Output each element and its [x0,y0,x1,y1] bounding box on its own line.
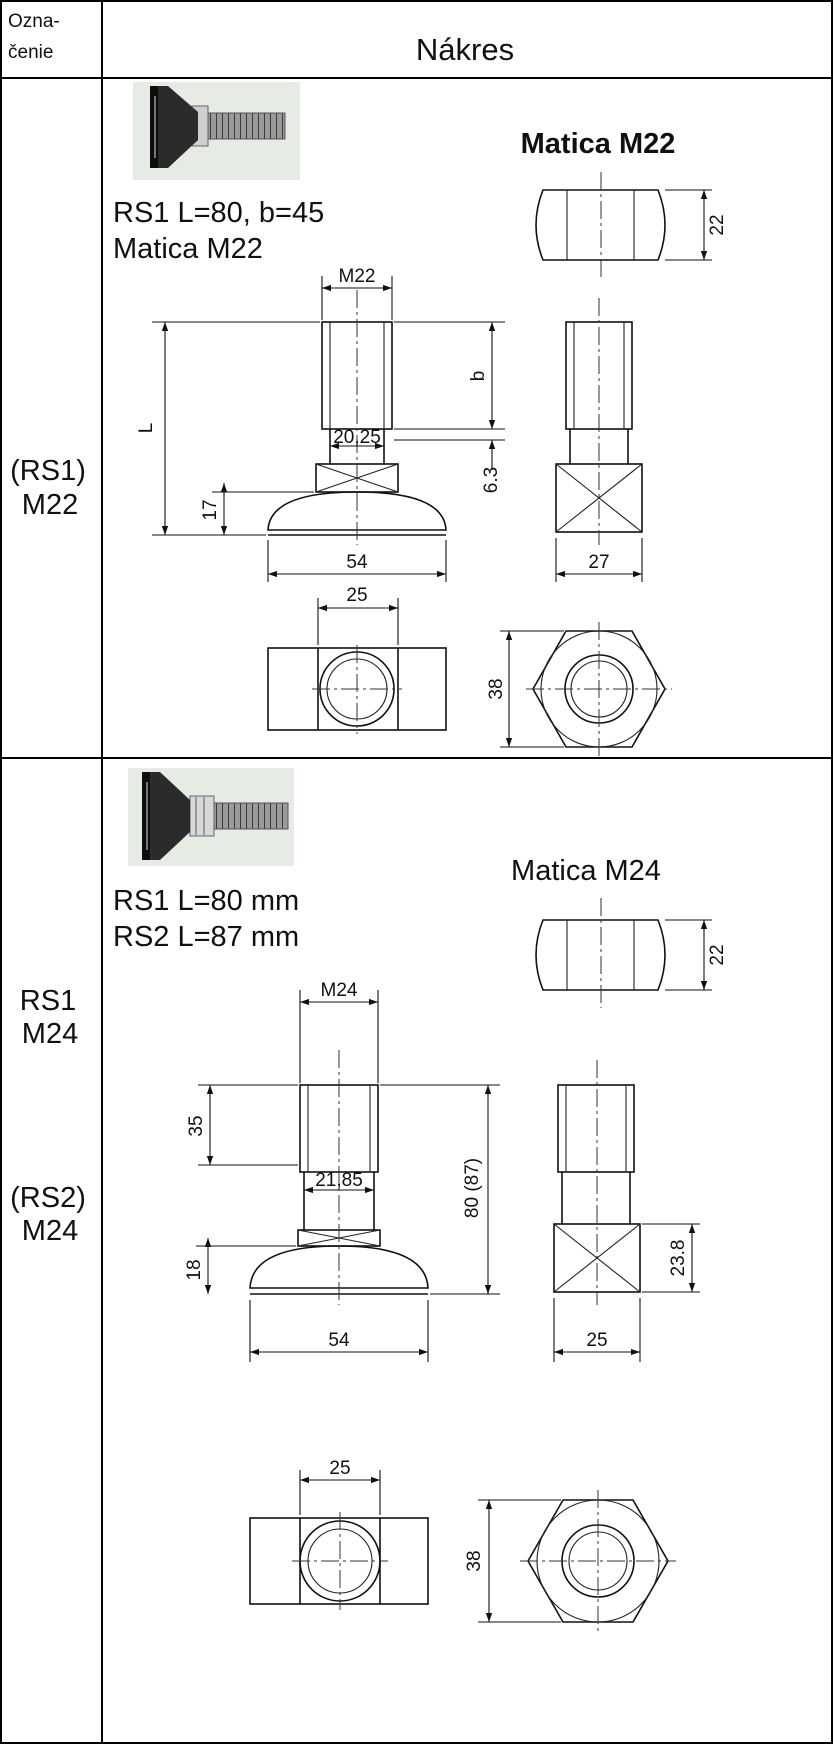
row1-nut-title: Matica M22 [521,128,676,160]
row1-spec-line1: RS1 L=80, b=45 [113,197,324,229]
row2-dim-base-h: 18 [184,1259,205,1280]
header-code-line1: Ozna- [8,11,60,32]
row2-dim-nut-h: 22 [707,944,728,965]
row2-bolt-top-view: 25 [249,1458,429,1610]
row2-dim-neck: 21,85 [315,1170,363,1191]
row2-code-line1: RS1 [20,985,76,1017]
row2-code-line4: M24 [22,1215,78,1247]
row1-code-line1: (RS1) [10,455,86,487]
row2-code-line2: M24 [22,1018,78,1050]
row1-dim-nut-across: 38 [486,678,507,699]
row1-bolt-front-view: M22 L b 6.3 20,25 17 54 [136,266,505,582]
row2-code-line3: (RS2) [10,1182,86,1214]
row1-product-photo [133,82,300,180]
table-header: Ozna- čenie Nákres [8,11,514,67]
row1-bolt-side-view: 27 [555,298,643,582]
row1-spec-line2: Matica M22 [113,233,263,265]
row1-dim-base-w: 54 [346,552,368,573]
row2-dim-thread-len: 35 [186,1115,207,1136]
row1-dim-head-w: 25 [346,585,367,606]
row2-dim-nut-across: 38 [464,1550,485,1571]
row2-bolt-front-view: M24 35 80 (87) 21,85 18 54 [184,980,500,1362]
row2-dim-head-w: 25 [329,1458,350,1479]
row2-dim-base-w: 54 [328,1330,350,1351]
row1-dim-nut-h: 22 [707,214,728,235]
row2-product-photo [128,768,294,866]
row1-code-line2: M22 [22,489,78,521]
row1-dim-nut-side-w: 27 [588,552,609,573]
row2-nut-side-view: 22 [535,898,728,1008]
row2-bolt-side-view: 23.8 25 [553,1060,700,1362]
row2-nut-title: Matica M24 [511,855,661,887]
row1-nut-top-view: 38 [486,622,672,756]
row-rs1-rs2-m24: RS1 M24 (RS2) M24 RS1 L=80 mm RS2 L=87 m… [10,768,728,1632]
row1-nut-side-view: 22 [535,172,728,280]
row1-dim-base-h: 17 [200,499,221,520]
row2-spec-line1: RS1 L=80 mm [113,885,299,917]
row2-dim-nut-side-w: 25 [586,1330,607,1351]
header-drawing: Nákres [416,32,514,67]
row-rs1-m22: (RS1) M22 RS1 L=80, b=45 Matica M22 Mati… [10,82,728,756]
row1-dim-thread-len: b [468,371,489,382]
row2-spec-line2: RS2 L=87 mm [113,921,299,953]
row2-nut-top-view: 38 [464,1490,676,1632]
row1-dim-neck: 20,25 [333,427,381,448]
row1-bolt-top-view: 25 [267,585,447,734]
row2-dim-length: 80 (87) [462,1158,483,1218]
row2-dim-thread: M24 [321,980,358,1001]
row2-dim-nut-side-h: 23.8 [668,1240,689,1277]
row1-dim-length: L [136,423,157,434]
header-code-line2: čenie [8,42,53,63]
row1-dim-thread: M22 [339,266,376,287]
row1-dim-gap: 6.3 [481,467,502,493]
